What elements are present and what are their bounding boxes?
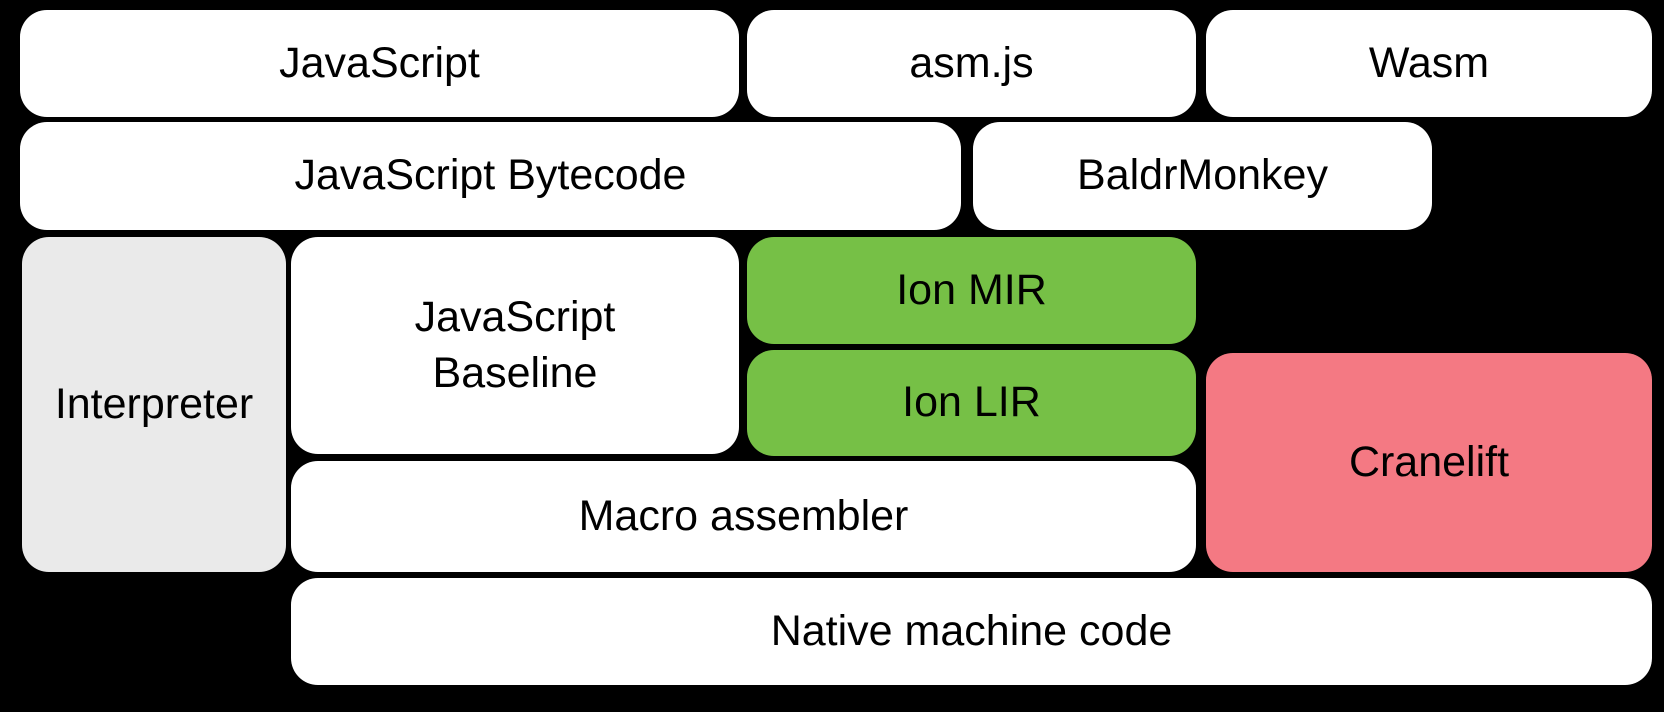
box-native-machine-code: Native machine code <box>291 578 1652 685</box>
box-asmjs: asm.js <box>747 10 1196 117</box>
box-javascript-baseline: JavaScript Baseline <box>291 237 739 454</box>
box-wasm: Wasm <box>1206 10 1652 117</box>
box-javascript-bytecode-label: JavaScript Bytecode <box>294 151 687 200</box>
box-ion-mir: Ion MIR <box>747 237 1196 344</box>
box-cranelift: Cranelift <box>1206 353 1652 572</box>
box-interpreter: Interpreter <box>22 237 286 572</box>
box-interpreter-label: Interpreter <box>54 379 254 428</box>
box-asmjs-label: asm.js <box>909 38 1034 87</box>
box-javascript-baseline-line1: JavaScript <box>414 292 616 341</box>
box-ion-lir-label: Ion LIR <box>902 378 1041 427</box>
box-cranelift-label: Cranelift <box>1348 437 1510 486</box>
box-baldrmonkey-label: BaldrMonkey <box>1077 151 1328 200</box>
box-javascript-baseline-line2: Baseline <box>432 348 598 397</box>
box-native-machine-code-label: Native machine code <box>770 606 1173 655</box>
box-macro-assembler: Macro assembler <box>291 461 1196 572</box>
box-baldrmonkey: BaldrMonkey <box>973 122 1432 230</box>
box-macro-assembler-label: Macro assembler <box>578 491 909 540</box>
box-javascript-bytecode: JavaScript Bytecode <box>20 122 961 230</box>
box-javascript: JavaScript <box>20 10 739 117</box>
box-ion-mir-label: Ion MIR <box>896 265 1047 314</box>
box-wasm-label: Wasm <box>1368 38 1490 87</box>
box-ion-lir: Ion LIR <box>747 350 1196 456</box>
box-javascript-baseline-label: JavaScript Baseline <box>415 290 616 402</box>
box-javascript-label: JavaScript <box>279 38 480 87</box>
